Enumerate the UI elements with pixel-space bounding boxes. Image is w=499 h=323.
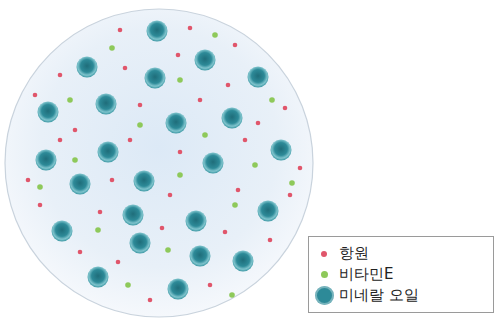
legend-swatch <box>321 251 327 257</box>
swatch-cell <box>309 286 339 305</box>
legend-entry: 비타민E <box>309 264 493 285</box>
vitamin-e-dots <box>37 32 295 298</box>
droplet-boundary <box>5 9 313 317</box>
legend-swatch <box>315 286 334 305</box>
legend-entry: 항원 <box>309 243 493 264</box>
legend-label: 미네랄 오일 <box>339 286 419 305</box>
swatch-cell <box>309 271 339 278</box>
legend-entry: 미네랄 오일 <box>309 285 493 306</box>
antigen-dots <box>26 26 303 303</box>
legend-label: 항원 <box>339 244 369 263</box>
mineral-oil-drops <box>36 21 292 300</box>
legend-box: 항원비타민E 미네랄 오일 <box>308 236 494 313</box>
swatch-cell <box>309 251 339 257</box>
legend-swatch <box>321 271 328 278</box>
legend-label: 비타민E <box>339 265 393 284</box>
